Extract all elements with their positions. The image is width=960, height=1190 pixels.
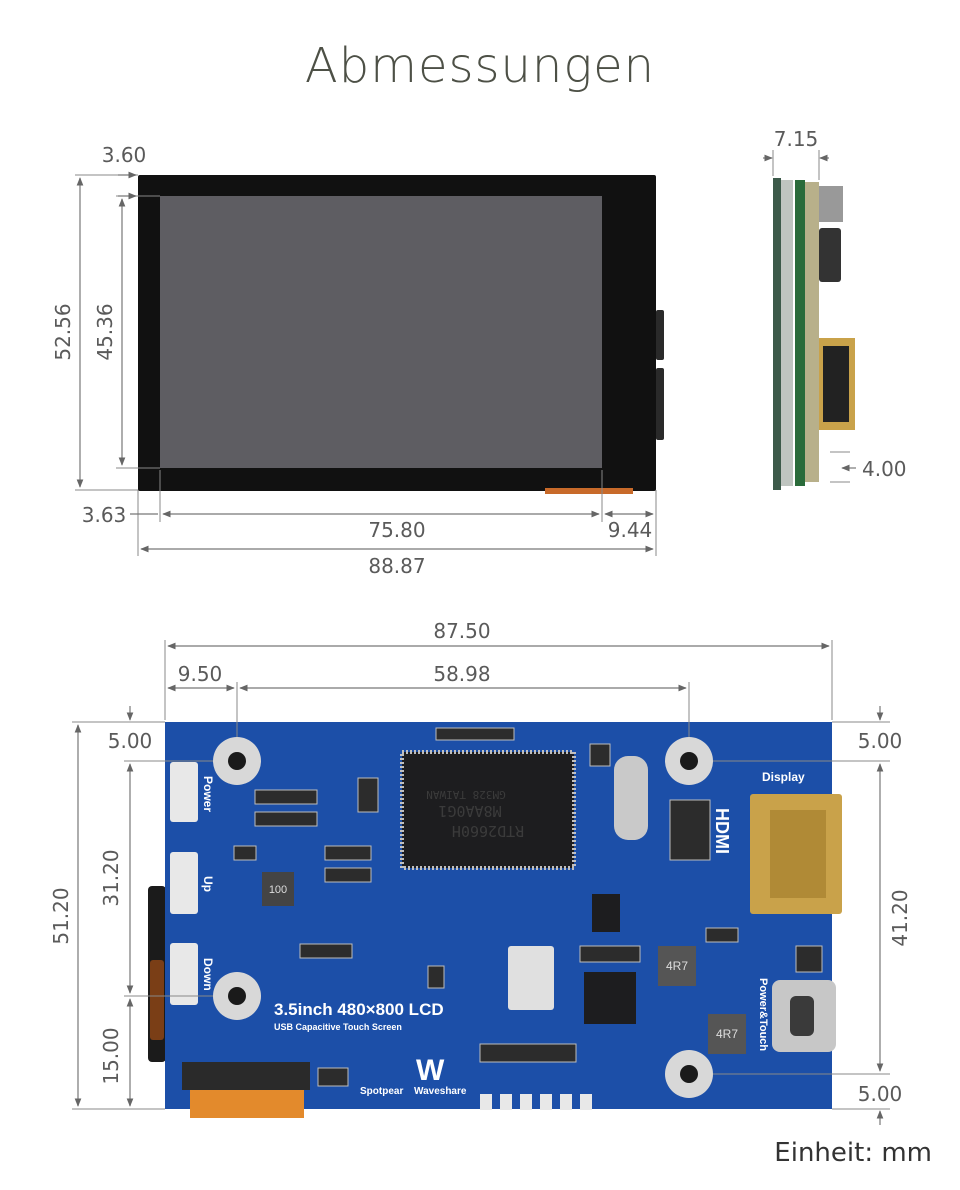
dim-hole-span-v-left: 31.20 [99, 849, 123, 906]
inductor-3-label: 100 [269, 884, 287, 896]
product-line1: 3.5inch 480×800 LCD [274, 1000, 444, 1019]
inductor-3 [262, 872, 294, 906]
mount-hole-bottom-right [665, 1050, 713, 1098]
back-view: Power Up Down RTD2660H M8AA0G1 GM328 TAI… [49, 619, 912, 1125]
label-power-touch: Power&Touch [757, 978, 769, 1051]
inductor-2-label: 4R7 [716, 1027, 738, 1041]
front-fpc-tab [545, 488, 633, 494]
ic-2 [584, 972, 636, 1024]
unit-label: Einheit: mm [774, 1138, 932, 1168]
button-down [170, 943, 198, 1005]
front-screen [160, 196, 602, 468]
dim-hole-bottom-right: 5.00 [858, 1082, 903, 1106]
dim-height-total: 52.56 [51, 303, 75, 360]
label-up: Up [201, 876, 215, 892]
front-side-button [656, 310, 664, 360]
page-title: Abmessungen [304, 38, 656, 94]
chip-marking: RTD2660H [452, 822, 524, 840]
dim-top-offset: 3.60 [102, 143, 147, 167]
dim-side-bottom: 4.00 [862, 457, 907, 481]
mount-hole-top-right [665, 737, 713, 785]
chip-marking-3: GM328 TAIWAN [426, 788, 505, 801]
fpc-cable [190, 1090, 304, 1118]
dim-hole-top-right: 5.00 [858, 729, 903, 753]
button-up [170, 852, 198, 914]
dim-hole-bottom-left: 15.00 [99, 1027, 123, 1084]
dim-right-margin: 9.44 [608, 518, 653, 542]
front-side-button-2 [656, 368, 664, 440]
side-glass [773, 178, 781, 490]
dim-back-height-total: 51.20 [49, 887, 73, 944]
dim-hole-span-v-right: 41.20 [888, 889, 912, 946]
dim-bottom-offset: 3.63 [82, 503, 127, 527]
fpc-connector [182, 1062, 310, 1090]
label-display: Display [762, 770, 805, 784]
mount-hole-bottom-left [213, 972, 261, 1020]
side-pcb [795, 180, 805, 486]
dim-active-height: 45.36 [93, 303, 117, 360]
side-board [805, 182, 819, 482]
inductor-2 [708, 1014, 746, 1054]
inductor-1-label: 4R7 [666, 959, 688, 973]
small-connector [508, 946, 554, 1010]
main-chip [400, 750, 576, 870]
chip-marking-2: M8AA0G1 [438, 802, 501, 820]
ic-1 [592, 894, 620, 932]
dim-hole-span: 58.98 [433, 662, 490, 686]
front-view: 3.60 52.56 45.36 3.63 75.80 9.44 88.87 [51, 143, 664, 578]
label-hdmi: HDMI [712, 808, 732, 854]
dim-back-width-total: 87.50 [433, 619, 490, 643]
dim-hole-left: 9.50 [178, 662, 223, 686]
inductor-1 [658, 946, 696, 986]
crystal [614, 756, 648, 840]
button-power [170, 762, 198, 822]
bottom-pads [480, 1094, 592, 1110]
brand-waveshare: Waveshare [414, 1086, 467, 1097]
mount-hole-top-left [213, 737, 261, 785]
dim-hole-top-left: 5.00 [108, 729, 153, 753]
dim-width-total: 88.87 [368, 554, 425, 578]
side-view: 7.15 4.00 [763, 127, 907, 490]
smd-components [233, 727, 823, 1087]
dim-thickness: 7.15 [774, 127, 819, 151]
product-line2: USB Capacitive Touch Screen [274, 1022, 402, 1032]
label-down: Down [201, 958, 215, 991]
side-usb-c [819, 228, 841, 282]
dim-active-width: 75.80 [368, 518, 425, 542]
waveshare-logo: W [416, 1054, 445, 1087]
label-power: Power [201, 776, 215, 812]
side-panel [781, 180, 793, 486]
brand-spotpear: Spotpear [360, 1086, 403, 1097]
